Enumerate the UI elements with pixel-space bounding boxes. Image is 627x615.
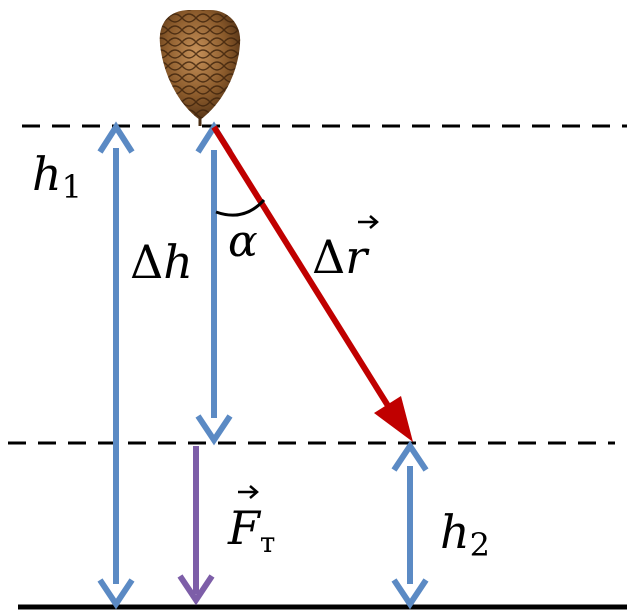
vector-arrow-icon	[358, 215, 379, 229]
svg-text:Fт: Fт	[227, 501, 275, 559]
svg-text:Δr: Δr	[312, 230, 370, 284]
angle-arc	[215, 198, 266, 217]
h2-arrow	[391, 440, 429, 610]
displacement-arrow	[211, 125, 413, 442]
delta-r-label: Δr	[312, 215, 379, 284]
alpha-label: α	[228, 216, 258, 267]
delta-h-arrow	[195, 121, 233, 446]
h1-label: h1	[32, 147, 82, 206]
gravity-force-arrow	[177, 446, 215, 606]
gravity-force-label: Fт	[227, 485, 275, 559]
pinecone-icon	[159, 10, 241, 126]
vector-arrow-icon	[238, 485, 259, 499]
h1-arrow	[97, 121, 135, 610]
h2-label: h2	[440, 505, 490, 564]
delta-h-label: Δh	[130, 235, 193, 289]
